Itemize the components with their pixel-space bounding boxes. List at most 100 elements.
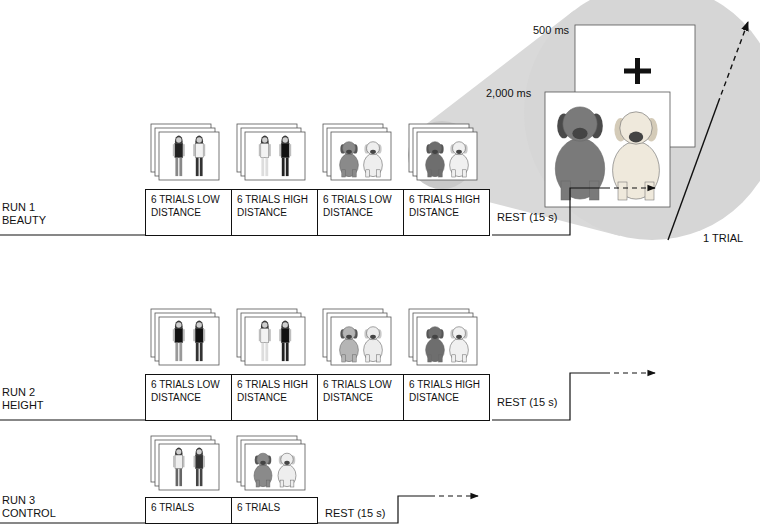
block-label: 6 TRIALS HIGH DISTANCE (409, 379, 486, 404)
trial-block: 6 TRIALS (231, 497, 318, 524)
dog-leg (290, 480, 293, 487)
dog-leg (452, 355, 456, 362)
leg (200, 469, 203, 486)
dog-muzzle (572, 128, 587, 139)
dog-muzzle (629, 132, 643, 143)
arm (183, 456, 185, 467)
dog-leg (377, 355, 381, 362)
rest-label: REST (15 s) (497, 211, 567, 224)
timing-label: 1 TRIAL (703, 232, 755, 245)
head (197, 322, 202, 327)
arm (173, 456, 175, 467)
stimulus-screen (545, 92, 670, 207)
arm (203, 456, 205, 467)
rest-step (318, 496, 430, 523)
dog-body (555, 138, 604, 199)
stimulus-frame (331, 317, 391, 365)
head (197, 137, 202, 142)
timeline (0, 234, 145, 235)
block-label: 6 TRIALS HIGH DISTANCE (237, 194, 314, 219)
leg (176, 469, 179, 486)
timeline (0, 522, 145, 523)
head (197, 449, 202, 454)
torso (261, 328, 269, 342)
dog-head (343, 327, 356, 340)
stimulus-frame (245, 444, 305, 490)
dog-head (453, 327, 466, 340)
dog-leg (452, 170, 456, 177)
block-label: 6 TRIALS LOW DISTANCE (323, 194, 400, 219)
head (176, 322, 181, 327)
dog-leg (366, 170, 370, 177)
stimulus-stack (151, 309, 219, 365)
dog-head (563, 107, 597, 141)
arm (269, 329, 271, 341)
run-name: RUN 1 BEAUTY (2, 201, 64, 227)
dog-leg (366, 355, 370, 362)
leg (179, 158, 182, 176)
stimulus-frame (159, 317, 219, 365)
stimulus-frame (159, 132, 219, 180)
stimulus-frame (417, 317, 477, 365)
rest-label: REST (15 s) (497, 396, 567, 409)
trial-block: 6 TRIALS LOW DISTANCE (145, 189, 232, 236)
dog-head (367, 142, 380, 155)
arm (259, 329, 261, 341)
dog-head (343, 142, 356, 155)
dog-body (613, 142, 660, 200)
head (262, 322, 267, 327)
dog-leg (590, 181, 600, 200)
dog-body (364, 154, 383, 177)
dog-body (340, 154, 359, 177)
block-label: 6 TRIALS (237, 502, 314, 515)
block-label: 6 TRIALS (151, 502, 228, 515)
dog-head (367, 327, 380, 340)
torso (175, 143, 183, 157)
dog-head (257, 453, 269, 465)
trial-axis (668, 103, 718, 240)
block-label: 6 TRIALS HIGH DISTANCE (237, 379, 314, 404)
stimulus-stack (237, 309, 305, 365)
leg (179, 469, 182, 486)
arm (289, 329, 291, 341)
continuation-arrow (605, 187, 655, 188)
leg (175, 158, 178, 176)
dog-leg (645, 182, 654, 200)
dog-muzzle (432, 150, 438, 154)
arm (259, 144, 261, 156)
arm (279, 144, 281, 156)
block-label: 6 TRIALS HIGH DISTANCE (409, 194, 486, 219)
stimulus-stack (151, 124, 219, 180)
dog-leg (463, 170, 467, 177)
stimulus-stack (151, 436, 219, 490)
torso (281, 143, 289, 157)
timeline (0, 419, 145, 420)
dog-leg (266, 480, 269, 487)
arm (203, 329, 205, 341)
dog-leg (280, 480, 283, 487)
dog-body (364, 339, 383, 362)
stimulus-frame (245, 317, 305, 365)
dog-muzzle (370, 150, 376, 154)
dog-leg (428, 355, 432, 362)
dog-leg (353, 170, 357, 177)
dog-muzzle (346, 150, 352, 154)
stimulus-stack (409, 309, 477, 365)
trial-axis-dashed (718, 22, 748, 103)
timing-label: 2,000 ms (486, 87, 542, 100)
dog-head (429, 142, 442, 155)
arm (194, 456, 196, 467)
trial-detail (545, 25, 695, 207)
torso (175, 455, 183, 469)
dog-muzzle (456, 150, 462, 154)
leg (200, 343, 203, 361)
dog-head (281, 453, 293, 465)
leg (261, 158, 264, 176)
torso (175, 328, 183, 342)
dog-muzzle (432, 335, 438, 339)
stimulus-stack (237, 436, 305, 490)
trial-block: 6 TRIALS LOW DISTANCE (317, 374, 404, 421)
dog-leg (561, 181, 571, 200)
stimulus-frame (417, 132, 477, 180)
